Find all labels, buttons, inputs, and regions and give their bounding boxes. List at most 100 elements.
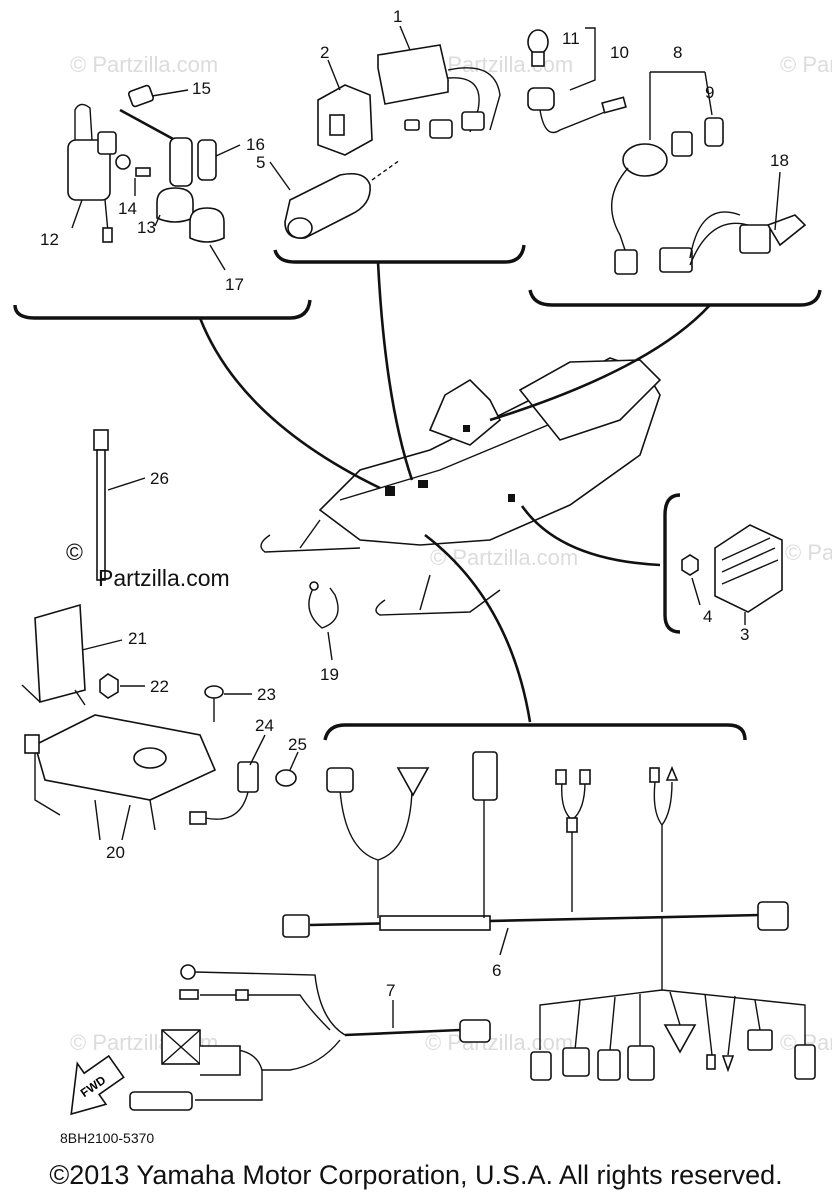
wire-terminal	[179, 989, 199, 1000]
group-bracket	[528, 289, 822, 307]
spark-plug-cap	[169, 137, 193, 187]
harness-coupler	[757, 901, 789, 931]
watermark: © Partzilla.com	[70, 52, 218, 77]
harness-terminal	[555, 769, 567, 785]
callout-9: 9	[705, 83, 714, 102]
harness-coupler	[396, 767, 430, 797]
bulb-socket	[527, 87, 555, 111]
wire-terminal	[235, 989, 249, 1001]
callout-10: 10	[610, 43, 629, 62]
cable-tie-group: 26 © Partzilla.com	[66, 429, 230, 591]
relay-coupler	[189, 811, 207, 825]
sub-harness-group: 7	[129, 964, 491, 1111]
harness-coupler	[627, 1045, 655, 1081]
callout-11: 11	[562, 29, 580, 48]
group-bracket	[663, 493, 681, 634]
harness-coupler	[747, 1029, 773, 1051]
watermark-symbol: ©	[66, 539, 83, 565]
clamp-group: 19	[308, 581, 339, 684]
watermark: © Partzilla.com	[425, 1030, 573, 1055]
bracket-tab	[24, 734, 40, 754]
callout-14: 14	[118, 199, 137, 218]
callout-26: 26	[150, 469, 169, 488]
switch-group: 11 10 8 9 18	[527, 27, 822, 307]
cable-tie-head	[93, 429, 109, 451]
plug-lead	[119, 108, 176, 142]
cdi-unit-group: 1 2 5	[256, 7, 526, 264]
harness-fuse	[566, 817, 578, 833]
group-bracket	[323, 723, 747, 741]
copyright-notice: ©2013 Yamaha Motor Corporation, U.S.A. A…	[49, 1160, 783, 1190]
watermark: © Partzilla.com	[780, 52, 832, 77]
callout-23: 23	[257, 685, 276, 704]
harness-coupler	[794, 1044, 816, 1080]
washer	[115, 154, 131, 170]
callout-4: 4	[703, 607, 712, 626]
bracket-hole	[133, 747, 167, 769]
harness-terminal	[706, 1054, 716, 1070]
watermark: © Partzilla.com	[785, 540, 832, 565]
coupler	[429, 119, 453, 139]
ignition-coil-group: 15 16 12 14 13 17	[13, 79, 312, 320]
damper-slot	[329, 114, 345, 136]
callout-5: 5	[256, 153, 265, 172]
coil-wire	[104, 199, 109, 233]
callout-19: 19	[320, 665, 339, 684]
ski-left	[260, 534, 361, 553]
harness-coupler	[472, 751, 498, 801]
stop-switch-body	[739, 224, 771, 254]
wire-harness-group: 6	[282, 723, 816, 1081]
harness-coupler	[530, 1051, 552, 1081]
clamp-eye	[309, 581, 319, 591]
callout-24: 24	[255, 716, 274, 735]
bolt-head	[204, 685, 224, 699]
nut	[681, 554, 699, 576]
harness-coupler	[326, 767, 354, 793]
cdi-unit-side	[377, 55, 449, 105]
reference-code: 8BH2100-5370	[60, 1130, 155, 1146]
damper-bracket	[317, 84, 373, 156]
fwd-arrow: FWD	[70, 1054, 125, 1116]
harness-terminal	[579, 769, 591, 785]
rectifier-group: 4 3	[663, 493, 783, 644]
wire-loop	[200, 1045, 241, 1076]
callout-1: 1	[393, 7, 402, 26]
ring-terminal	[180, 964, 196, 980]
spark-plug-cap	[197, 139, 217, 181]
location-marker	[385, 486, 395, 496]
indicator-bulb	[527, 29, 549, 55]
snowmobile-seat	[518, 359, 662, 441]
coil-terminal	[97, 131, 117, 155]
plug-cap	[127, 84, 155, 108]
callout-2: 2	[320, 43, 329, 62]
windshield	[428, 378, 501, 446]
pointer-lines	[198, 261, 711, 723]
harness-coupler	[597, 1049, 621, 1081]
socket-connector	[601, 96, 627, 114]
ski-right	[375, 589, 501, 616]
coupler	[404, 119, 420, 131]
callout-17: 17	[225, 275, 244, 294]
nut	[275, 769, 297, 787]
harness-coupler	[459, 1019, 491, 1043]
bulb-base	[531, 51, 545, 67]
switch-coupler	[614, 249, 638, 275]
harness-terminal	[649, 767, 660, 783]
harness-tube	[379, 915, 491, 931]
coil-lead	[74, 103, 93, 141]
rubber-cap	[189, 207, 225, 243]
group-bracket	[13, 299, 312, 320]
location-marker	[463, 425, 470, 432]
snowmobile-outline	[260, 357, 662, 616]
callout-6: 6	[492, 961, 501, 980]
harness-coupler	[562, 1047, 590, 1077]
nut	[99, 673, 119, 699]
watermark: © Partzilla.com	[425, 52, 573, 77]
rubber-cap	[156, 187, 194, 223]
callout-22: 22	[150, 677, 169, 696]
mounting-bracket	[34, 714, 217, 801]
switch-coupler	[659, 247, 693, 273]
bolt	[135, 167, 151, 177]
watermark: © Partzilla.com	[430, 545, 578, 570]
location-marker	[418, 480, 428, 488]
